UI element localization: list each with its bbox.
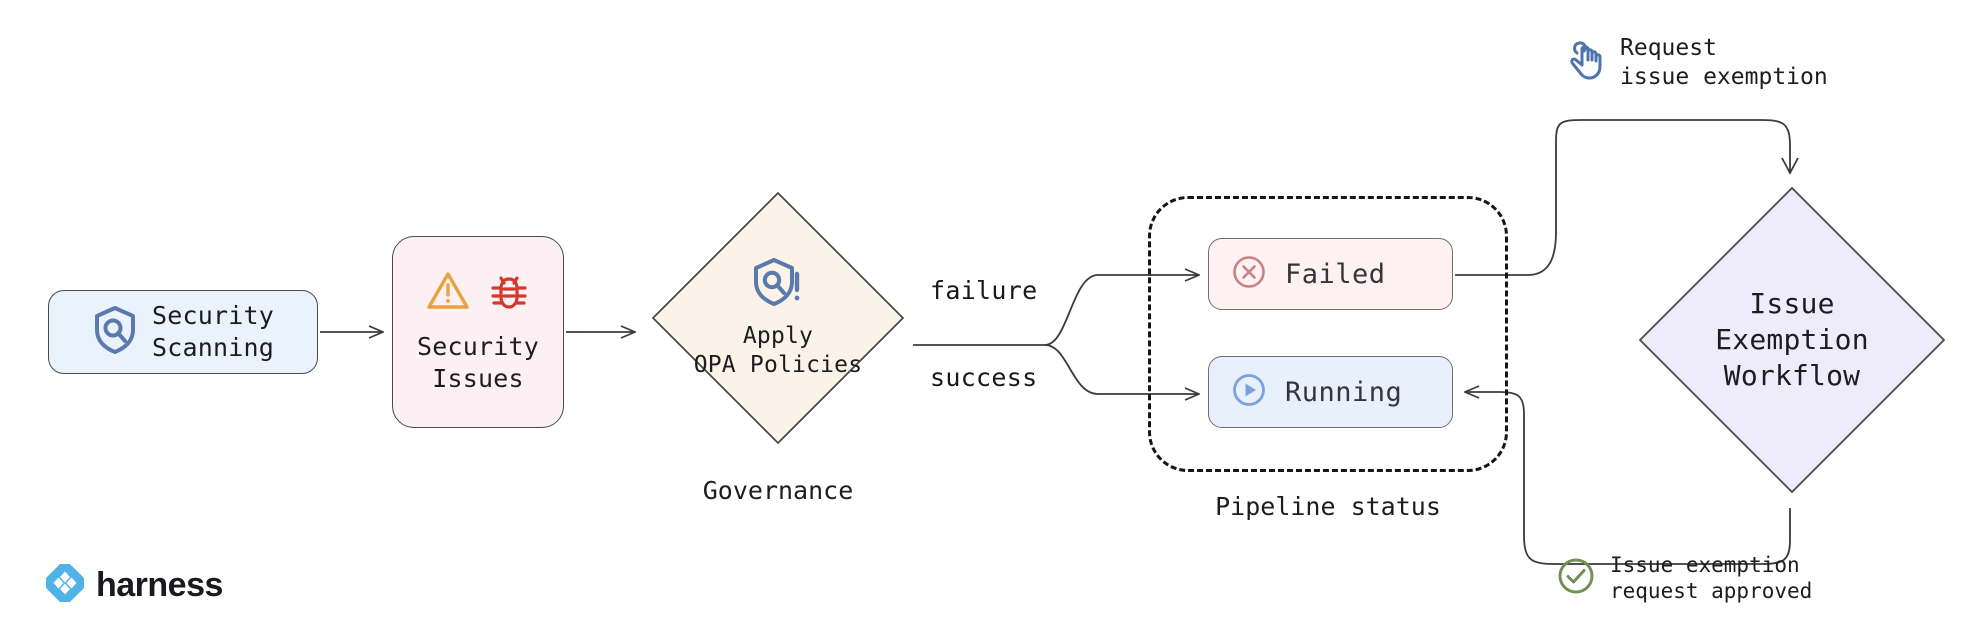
- check-circle-icon: [1556, 556, 1596, 600]
- annotation-request-exemption: Request issue exemption: [1568, 34, 1828, 92]
- caption-governance: Governance: [702, 476, 854, 505]
- warning-triangle-icon: [426, 270, 470, 316]
- node-security-scanning[interactable]: Security Scanning: [48, 290, 318, 374]
- issue-icons: [426, 269, 530, 317]
- caption-pipeline-status: Pipeline status: [1215, 492, 1441, 521]
- annotation-text: Request issue exemption: [1620, 35, 1828, 90]
- click-hand-icon: [1568, 39, 1606, 87]
- harness-wordmark: harness: [96, 565, 223, 604]
- node-security-issues[interactable]: Security Issues: [392, 236, 564, 428]
- bug-icon: [488, 269, 530, 317]
- shield-search-icon: [92, 305, 138, 359]
- group-pipeline-status: [1148, 196, 1508, 472]
- harness-logo: harness: [44, 562, 223, 606]
- diamond-shape: [652, 192, 904, 444]
- node-status-failed[interactable]: Failed: [1208, 238, 1453, 310]
- diamond-shape: [1639, 187, 1945, 493]
- harness-logo-icon: [44, 562, 86, 606]
- edge-label-success: success: [930, 363, 1038, 392]
- x-circle-icon: [1231, 254, 1267, 294]
- node-label: Issue Exemption Workflow: [1715, 287, 1869, 392]
- node-status-running[interactable]: Running: [1208, 356, 1453, 428]
- shield-alert-search-icon: [752, 256, 804, 314]
- node-label: Apply OPA Policies: [693, 322, 863, 378]
- node-governance-decision[interactable]: Apply OPA Policies: [645, 185, 911, 451]
- edge-label-failure: failure: [930, 276, 1038, 305]
- node-issue-exemption-workflow[interactable]: Issue Exemption Workflow: [1632, 180, 1952, 500]
- annotation-exemption-approved: Issue exemption request approved: [1556, 552, 1812, 605]
- annotation-text: Issue exemption request approved: [1610, 553, 1813, 604]
- node-label: Security Scanning: [151, 301, 274, 362]
- node-label: Security Issues: [416, 332, 539, 393]
- status-label: Running: [1285, 376, 1403, 408]
- play-circle-icon: [1231, 372, 1267, 412]
- status-label: Failed: [1285, 258, 1386, 290]
